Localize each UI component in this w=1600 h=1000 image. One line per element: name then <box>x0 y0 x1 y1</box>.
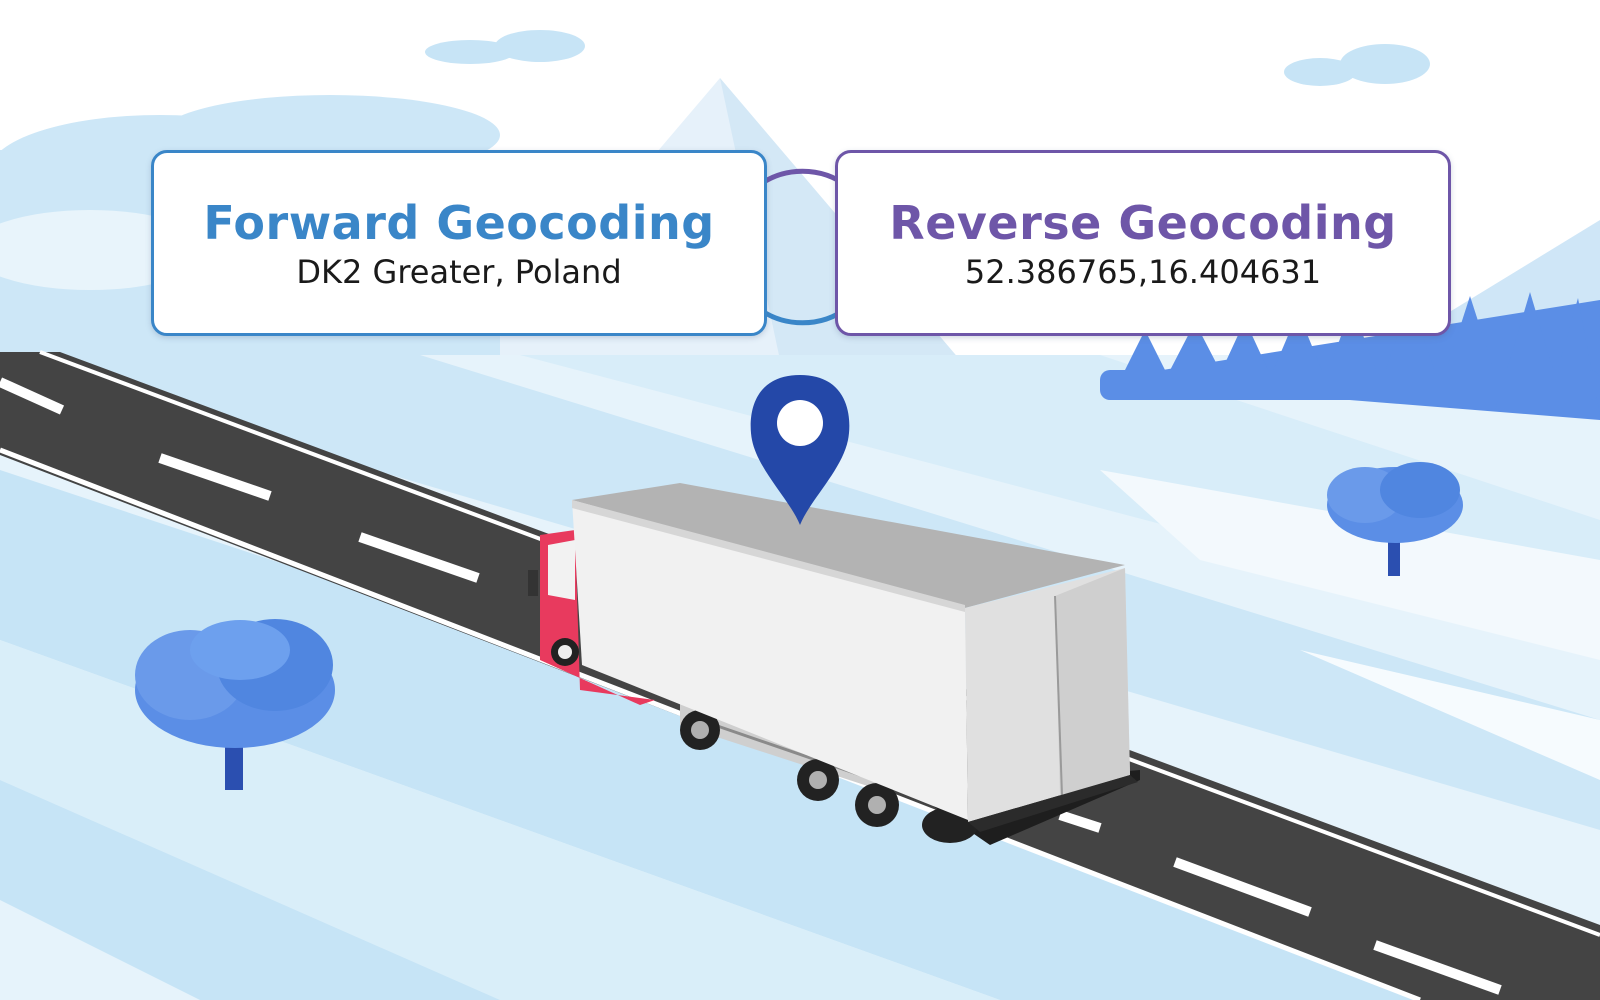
lane-markings <box>0 377 1502 995</box>
reverse-geocoding-value: 52.386765,16.404631 <box>964 253 1322 291</box>
truck <box>528 483 1140 845</box>
tree-right <box>1327 462 1463 576</box>
truck-wheels <box>680 710 978 843</box>
reverse-geocoding-title: Reverse Geocoding <box>889 196 1397 250</box>
tree-left <box>135 619 335 790</box>
forest <box>1100 292 1600 420</box>
clouds <box>425 30 1430 86</box>
reverse-geocoding-card: Reverse Geocoding 52.386765,16.404631 <box>835 150 1451 336</box>
forward-geocoding-value: DK2 Greater, Poland <box>296 253 622 291</box>
forward-geocoding-title: Forward Geocoding <box>203 196 715 250</box>
location-pin-icon <box>750 375 850 525</box>
forward-geocoding-card: Forward Geocoding DK2 Greater, Poland <box>151 150 767 336</box>
